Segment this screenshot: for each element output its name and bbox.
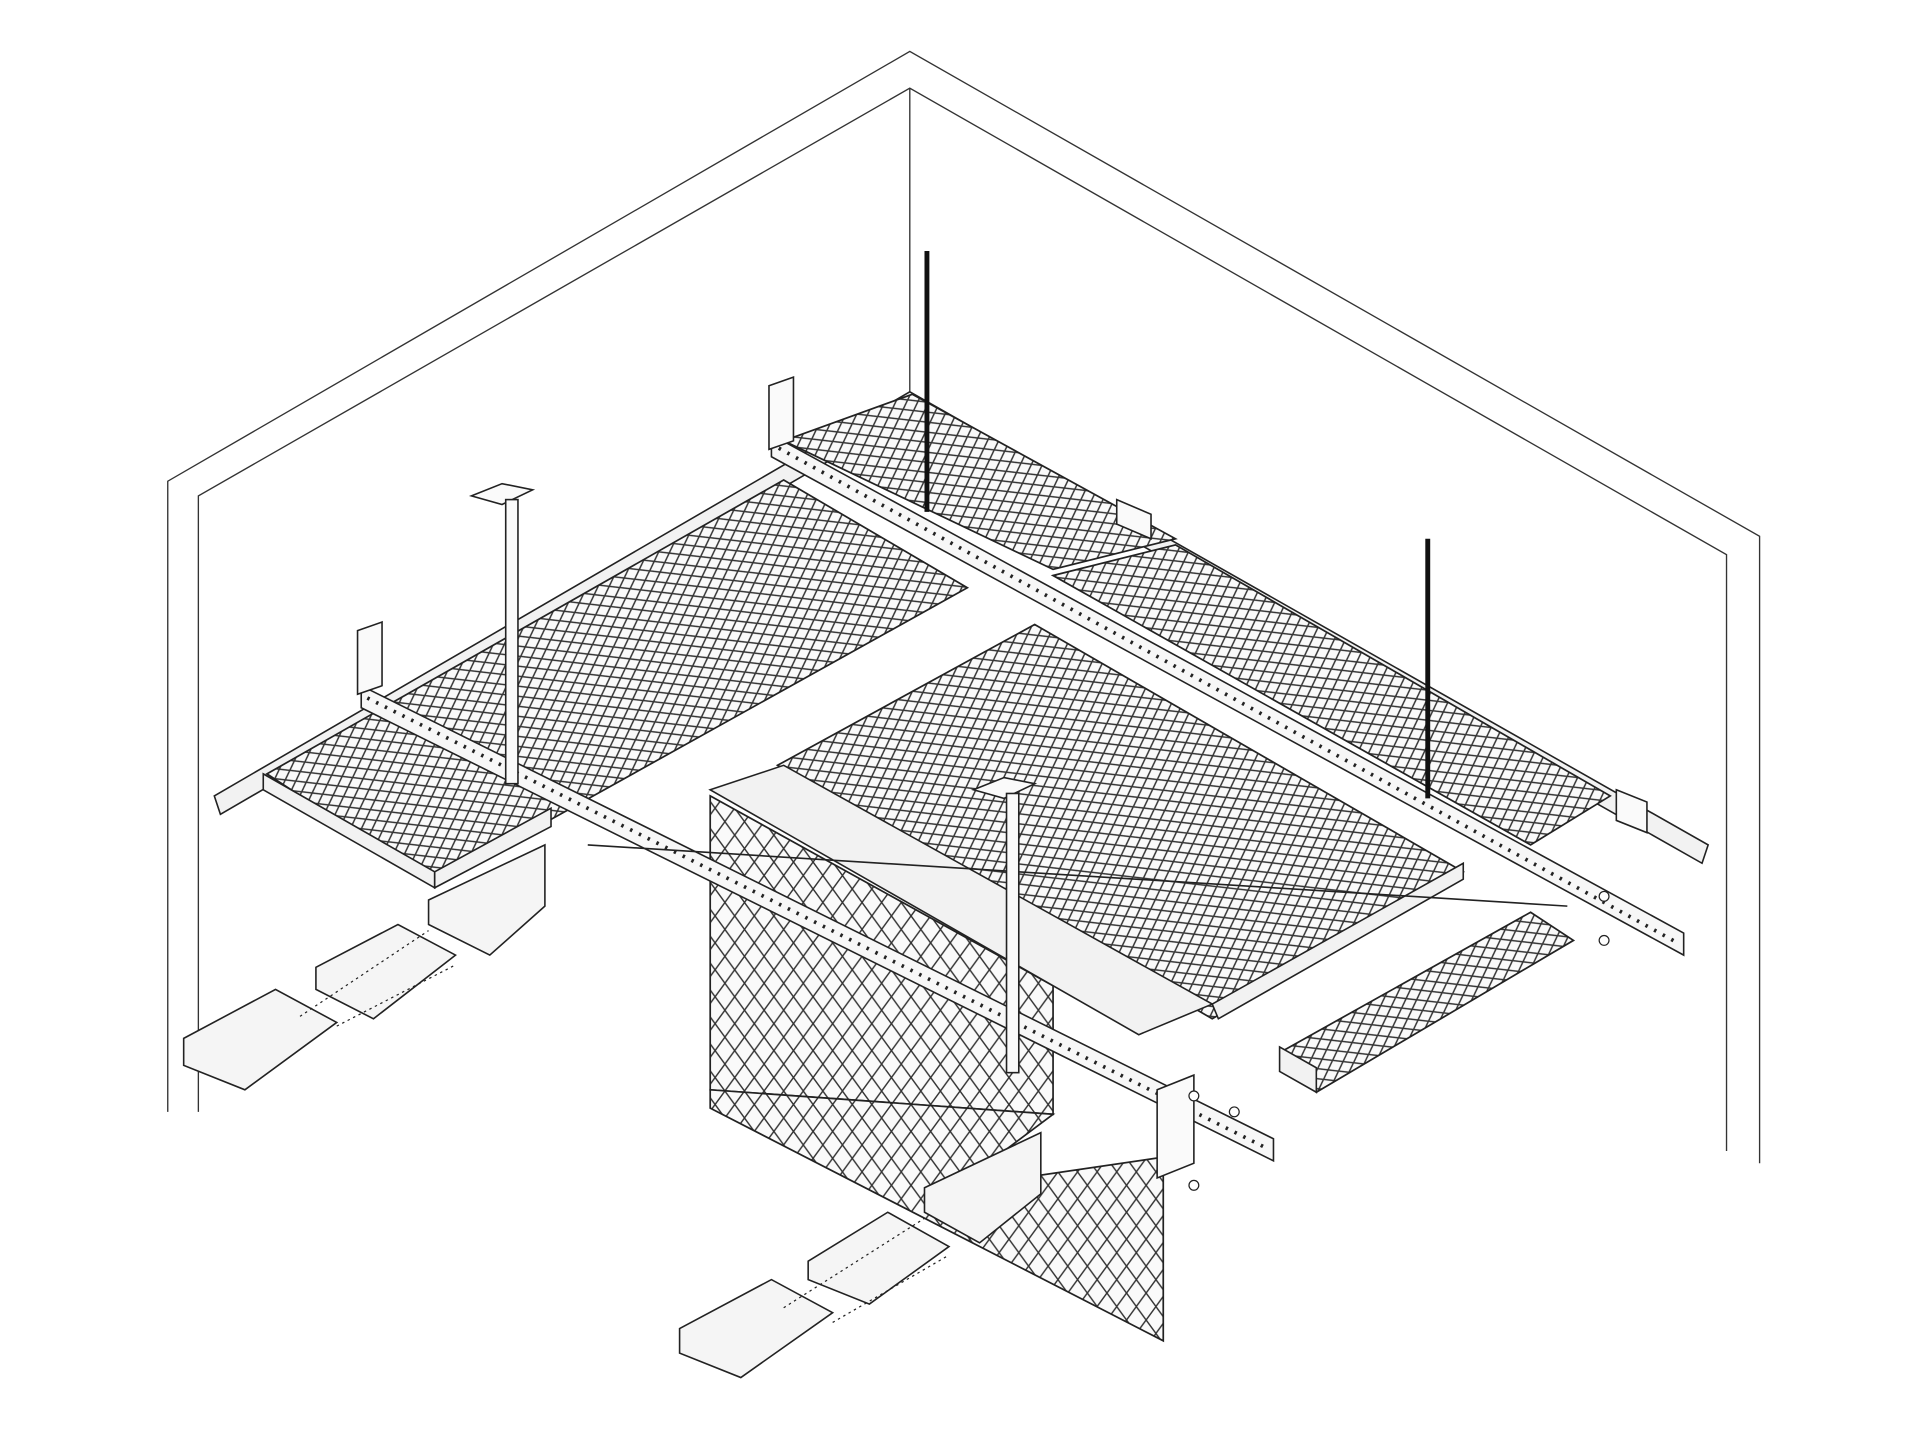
rail-front xyxy=(360,684,1275,1163)
mesh-panel-right-back xyxy=(1050,543,1612,846)
c-channels-left xyxy=(182,843,546,1091)
hangers xyxy=(468,482,1038,1074)
rail-back xyxy=(770,433,1685,957)
threaded-rods xyxy=(924,251,1431,799)
c-channels-bottom xyxy=(678,1131,1042,1379)
brackets xyxy=(356,376,1648,1180)
mesh-panel-back xyxy=(781,393,1178,571)
panel-frames xyxy=(262,764,1465,1094)
fasteners xyxy=(1188,890,1610,1191)
room-walls xyxy=(167,50,1761,1164)
